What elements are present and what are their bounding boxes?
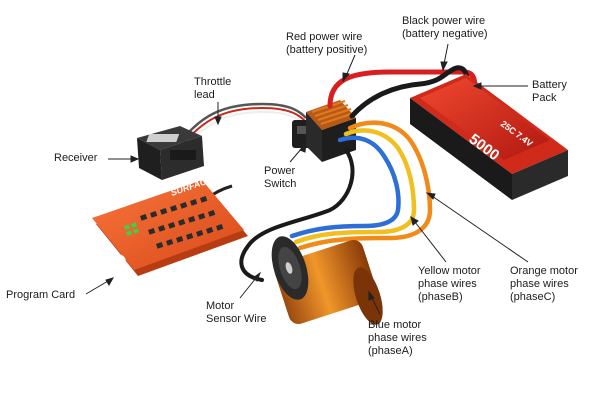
program-card (92, 180, 248, 276)
blue-phase-wire-label: Blue motor phase wires (phaseA) (368, 319, 427, 358)
yellow-phase-wire (293, 128, 417, 245)
red-power-wire (327, 69, 478, 109)
blue-phase-wire-label-line2: phase wires (368, 332, 427, 344)
receiver (137, 126, 204, 180)
receiver-label: Receiver (54, 152, 97, 165)
black-power-wire-label-line1: Black power wire (402, 15, 486, 27)
red-power-wire-label-line1: Red power wire (286, 31, 363, 43)
orange-phase-wire-label-line3: (phaseC) (510, 291, 556, 303)
throttle-lead-label-line2: lead (194, 89, 215, 101)
orange-phase-wire (297, 120, 433, 251)
battery-pack-label-line1: Battery (532, 79, 567, 91)
motor-sensor-wire-label: Motor Sensor Wire (206, 300, 267, 326)
black-power-wire (349, 65, 470, 119)
throttle-lead-label: Throttle lead (194, 76, 231, 102)
power-switch-label-line1: Power (264, 165, 296, 177)
battery-pack-label: Battery Pack (532, 79, 567, 105)
black-power-wire-label: Black power wire (battery negative) (402, 15, 488, 41)
blue-phase-wire (289, 135, 401, 239)
battery-pack (410, 74, 568, 200)
red-power-wire-label-line2: (battery positive) (286, 44, 368, 56)
program-card-label-line1: Program Card (6, 289, 76, 301)
program-card-label: Program Card (6, 289, 75, 302)
blue-phase-wire-label-line1: Blue motor (368, 319, 422, 331)
power-switch-label-line2: Switch (264, 178, 297, 190)
program-card-logo-icon (110, 254, 126, 270)
motor-sensor-wire (239, 148, 355, 282)
orange-phase-wire-label: Orange motor phase wires (phaseC) (510, 265, 578, 304)
yellow-phase-wire-label: Yellow motor phase wires (phaseB) (418, 265, 481, 304)
orange-phase-wire-label-line1: Orange motor (510, 265, 578, 277)
leader-lines (85, 43, 529, 315)
motor-sensor-wire-label-line1: Motor (206, 300, 235, 312)
battery-pack-label-line2: Pack (532, 92, 557, 104)
orange-phase-wire-label-line2: phase wires (510, 278, 569, 290)
throttle-lead-label-line1: Throttle (194, 76, 232, 88)
power-switch-label: Power Switch (264, 165, 296, 191)
brushless-motor (271, 236, 383, 325)
yellow-phase-wire-label-line2: phase wires (418, 278, 477, 290)
yellow-phase-wire-label-line3: (phaseB) (418, 291, 463, 303)
black-power-wire-label-line2: (battery negative) (402, 28, 488, 40)
red-power-wire-label: Red power wire (battery positive) (286, 31, 367, 57)
motor-sensor-wire-label-line2: Sensor Wire (206, 313, 267, 325)
throttle-lead (181, 102, 307, 147)
yellow-phase-wire-label-line1: Yellow motor (418, 265, 481, 277)
receiver-label-line1: Receiver (54, 152, 98, 164)
blue-phase-wire-label-line3: (phaseA) (368, 345, 413, 357)
